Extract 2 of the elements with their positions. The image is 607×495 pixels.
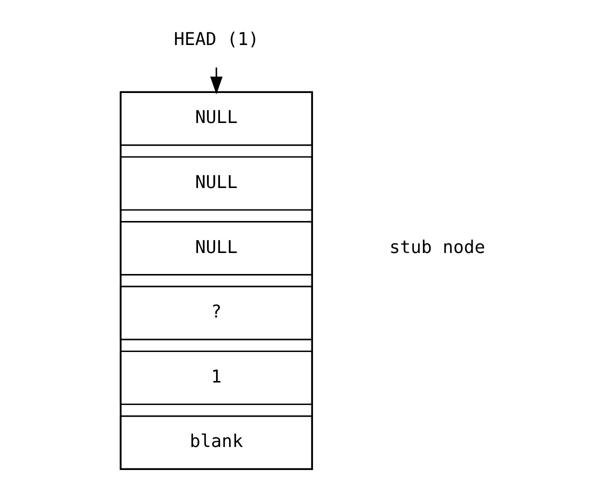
node-text: HEAD (1)	[173, 30, 258, 50]
label: stub node	[388, 238, 485, 258]
